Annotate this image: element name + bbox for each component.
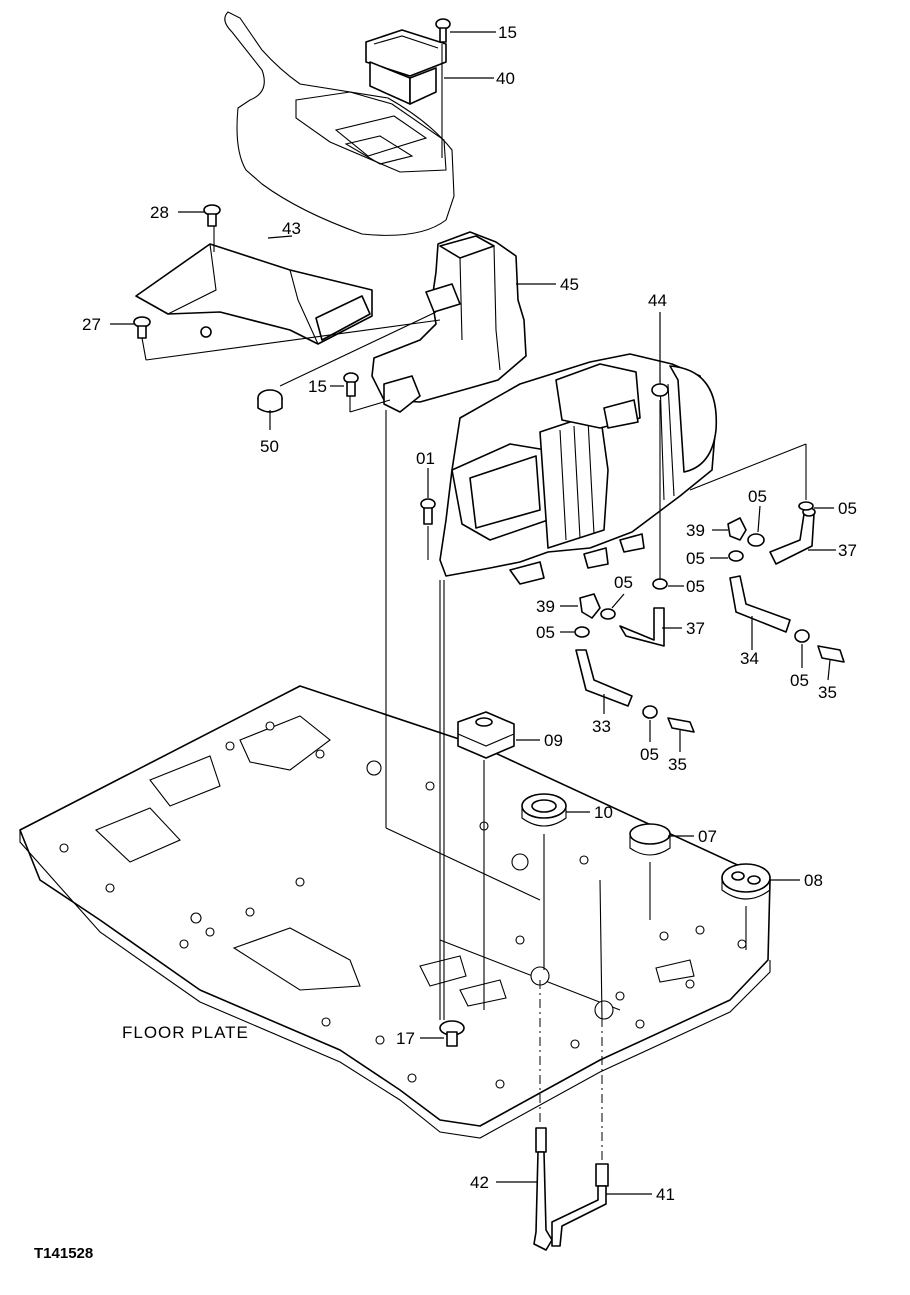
- callout-08: 08: [804, 871, 823, 890]
- callout-35-b: 35: [668, 755, 687, 774]
- leader-lines: [110, 31, 836, 1195]
- part-05-clamp-e: [794, 629, 810, 643]
- part-35-fitting-b: [667, 717, 695, 733]
- part-15-screw-top: [435, 18, 451, 43]
- callout-15-middle: 15: [308, 377, 327, 396]
- part-44-heater-unit: [439, 353, 718, 585]
- callout-05-e: 05: [614, 573, 633, 592]
- callout-07: 07: [698, 827, 717, 846]
- part-01-screw: [420, 498, 436, 525]
- part-39-elbow-b: [579, 593, 601, 619]
- part-40-switch-box: [365, 29, 447, 105]
- callout-39-a: 39: [686, 521, 705, 540]
- callouts: 15 40 28 43 45 27 44 15 50 01 05 05 39 3…: [34, 23, 857, 1262]
- callout-05-h: 05: [640, 745, 659, 764]
- part-07-grommet: [629, 823, 671, 856]
- part-39-elbow-a: [727, 517, 747, 541]
- callout-15-top: 15: [498, 23, 517, 42]
- part-05-clamp-g: [574, 626, 590, 638]
- duct-clip: [200, 326, 212, 338]
- part-05-clamp-a: [747, 533, 765, 547]
- callout-37-right: 37: [838, 541, 857, 560]
- part-05-clamp-d: [652, 578, 668, 590]
- part-37-hose-left: [619, 607, 665, 647]
- callout-09: 09: [544, 731, 563, 750]
- floor-plate-caption: FLOOR PLATE: [122, 1023, 249, 1042]
- part-28-bolt: [203, 204, 221, 227]
- callout-05-a: 05: [748, 487, 767, 506]
- callout-05-b: 05: [838, 499, 857, 518]
- callout-41: 41: [656, 1185, 675, 1204]
- callout-40: 40: [496, 69, 515, 88]
- callout-50: 50: [260, 437, 279, 456]
- callout-05-f: 05: [536, 623, 555, 642]
- callout-45: 45: [560, 275, 579, 294]
- part-27-bolt: [133, 316, 151, 339]
- part-33-hose: [575, 649, 633, 707]
- alignment-lines: [141, 44, 807, 1162]
- part-10-grommet: [521, 793, 567, 827]
- part-50-cap: [257, 389, 283, 413]
- callout-34: 34: [740, 649, 759, 668]
- callout-42: 42: [470, 1173, 489, 1192]
- part-37-hose-right: [769, 507, 816, 565]
- part-09-grommet: [457, 711, 515, 759]
- part-17-plug: [439, 1020, 465, 1047]
- callout-01: 01: [416, 449, 435, 468]
- part-05-clamp-b: [798, 501, 814, 511]
- part-05-clamp-c: [728, 550, 744, 562]
- part-05-clamp-h: [642, 705, 658, 719]
- part-43-duct: [135, 243, 373, 345]
- callout-27: 27: [82, 315, 101, 334]
- callout-39-b: 39: [536, 597, 555, 616]
- part-41-drain-hose: [551, 1163, 609, 1247]
- callout-10: 10: [594, 803, 613, 822]
- part-35-fitting-a: [817, 645, 845, 663]
- callout-17: 17: [396, 1029, 415, 1048]
- callout-35-a: 35: [818, 683, 837, 702]
- callout-33: 33: [592, 717, 611, 736]
- callout-37-left: 37: [686, 619, 705, 638]
- callout-05-d: 05: [686, 577, 705, 596]
- part-34-hose: [729, 575, 791, 633]
- callout-43: 43: [282, 219, 301, 238]
- callout-05-g: 05: [790, 671, 809, 690]
- seat-console-outline: [224, 11, 455, 236]
- part-05-clamp-f: [600, 608, 616, 620]
- figure-code: T141528: [34, 1245, 93, 1262]
- part-42-drain-hose: [533, 1127, 553, 1251]
- callout-44: 44: [648, 291, 667, 310]
- part-15-screw-middle: [343, 372, 359, 397]
- part-45-duct-assembly: [371, 231, 527, 413]
- callout-28: 28: [150, 203, 169, 222]
- part-08-grommet: [721, 863, 771, 900]
- floor-plate: [19, 685, 771, 1139]
- callout-05-c: 05: [686, 549, 705, 568]
